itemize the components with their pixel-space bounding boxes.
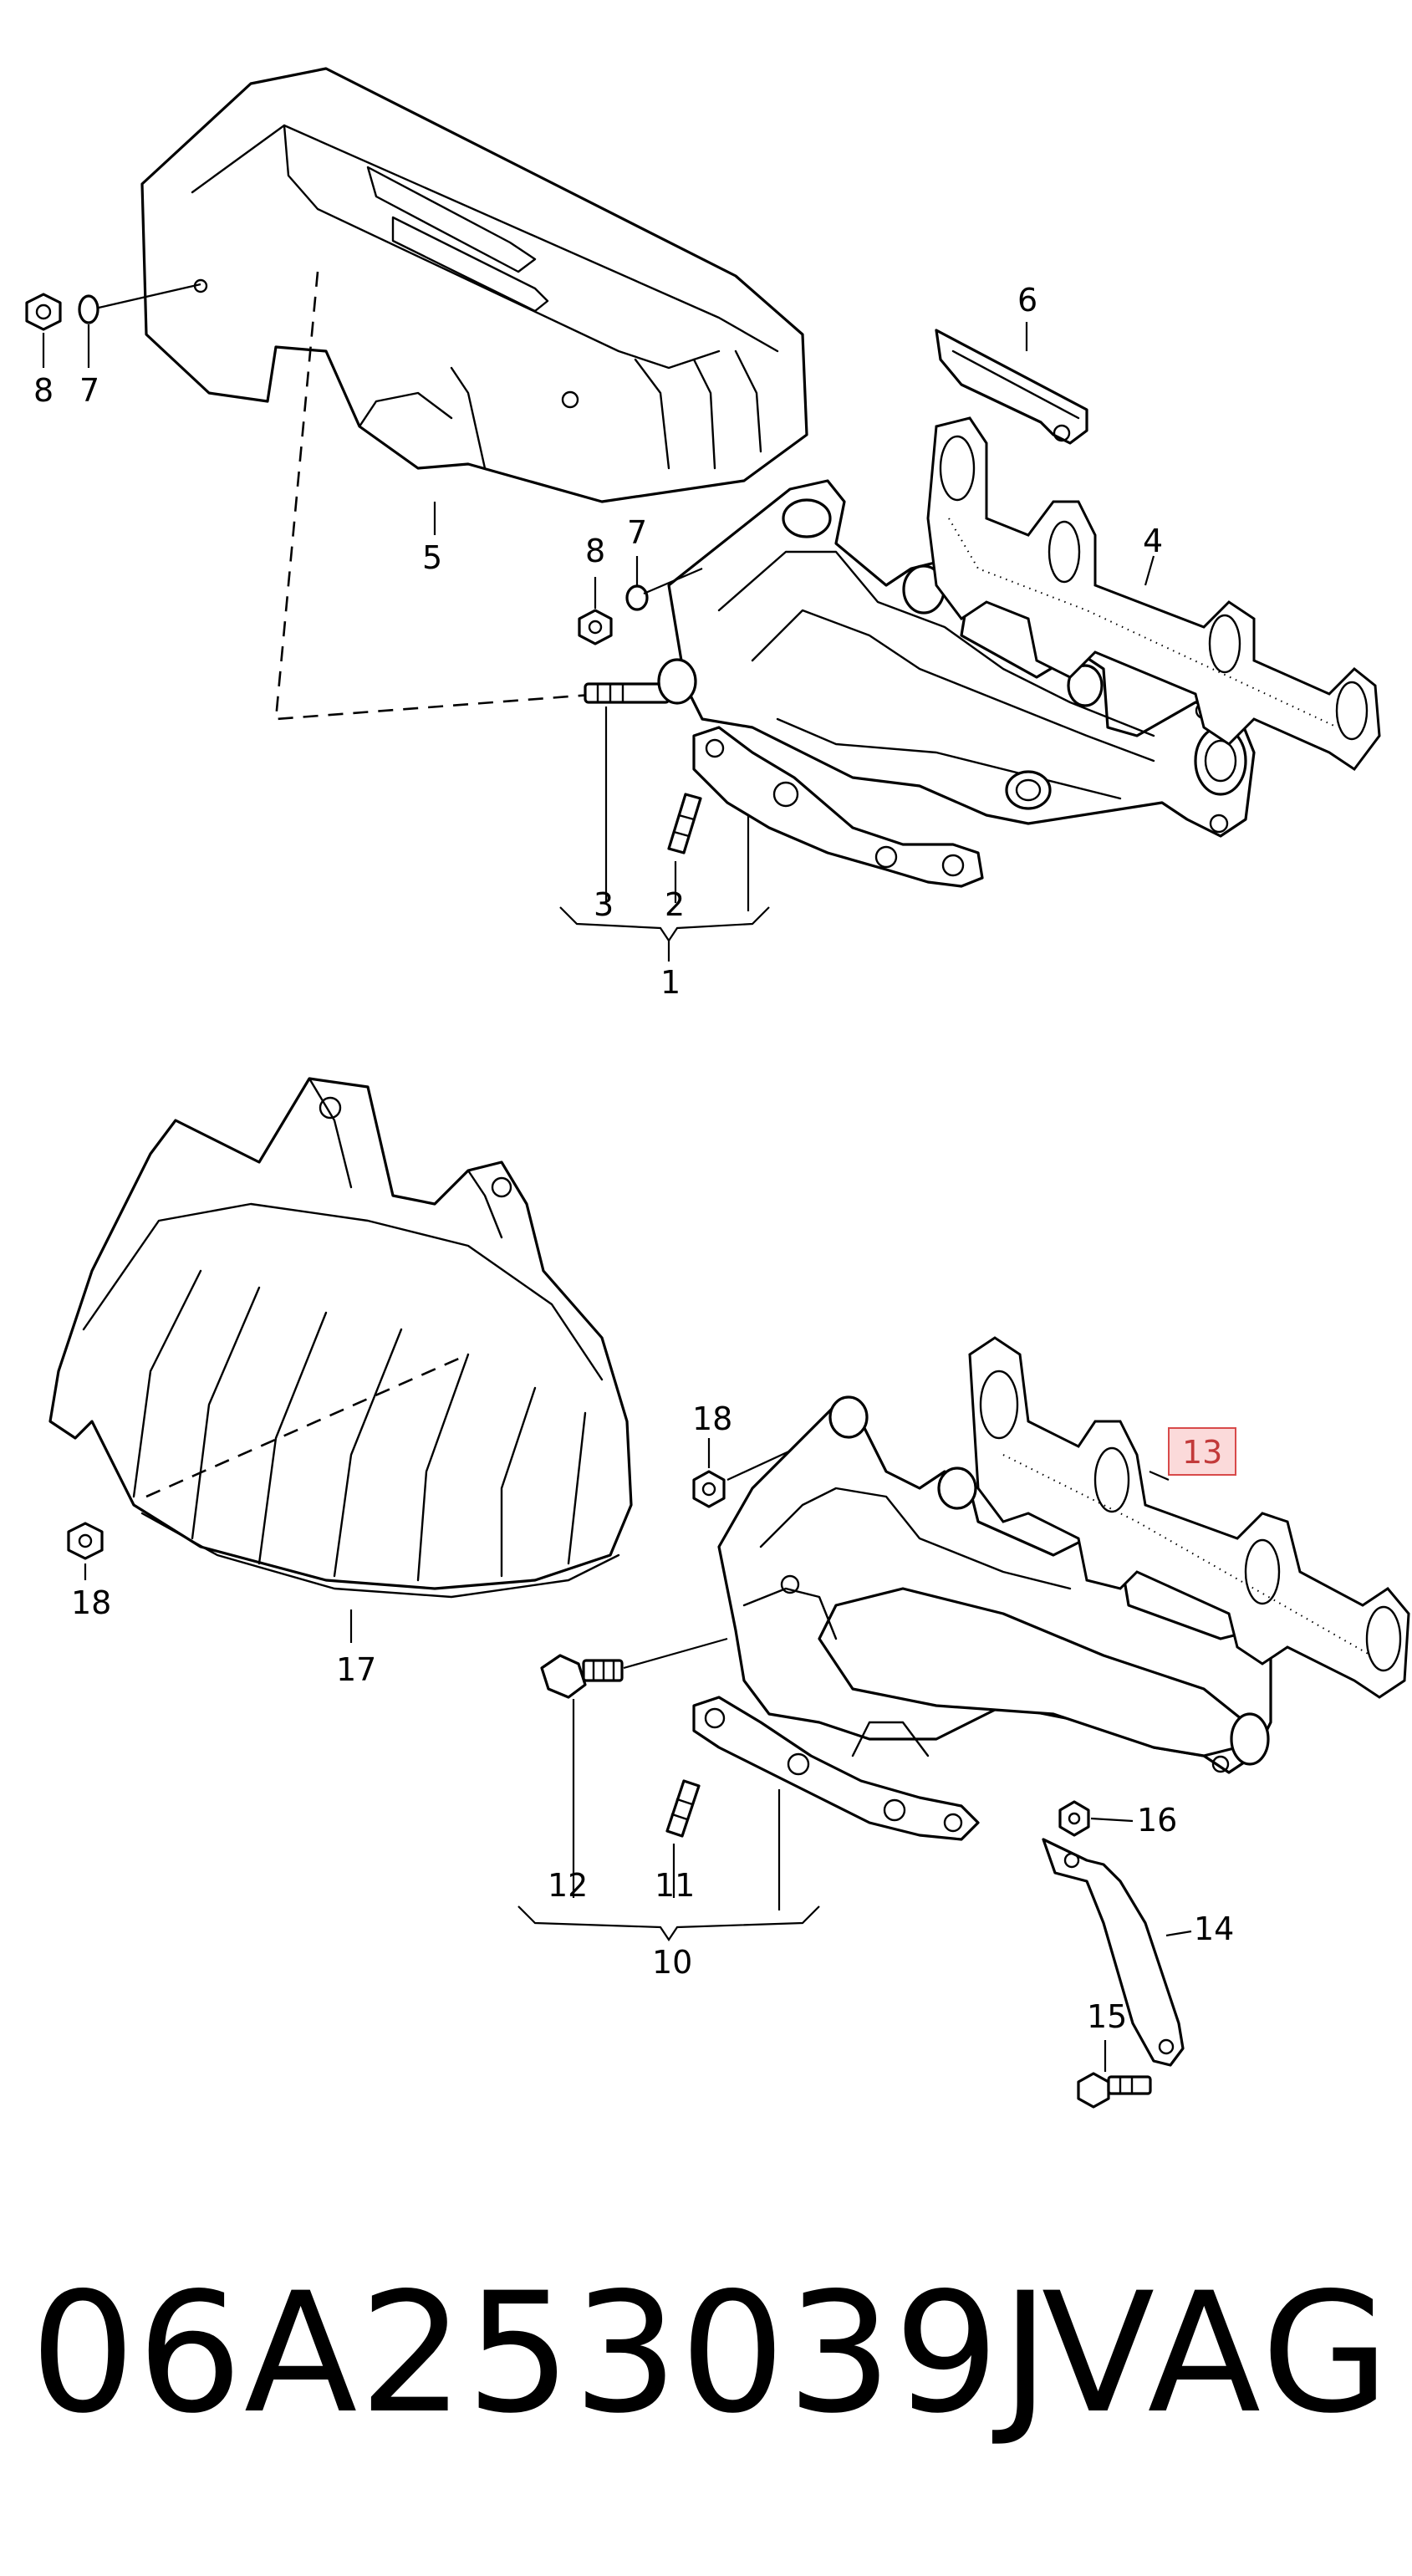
nut-16 bbox=[1058, 1800, 1134, 1837]
callout-6: 6 bbox=[1017, 282, 1037, 319]
pin-top bbox=[667, 793, 702, 903]
callout-4: 4 bbox=[1143, 523, 1163, 559]
bracket-group-1 bbox=[433, 502, 770, 962]
callout-12: 12 bbox=[548, 1867, 588, 1904]
gasket-top bbox=[926, 322, 1381, 772]
gasket-bottom bbox=[968, 1336, 1410, 1699]
bottom-assembly: 10 11 12 13 14 15 16 17 18 18 bbox=[48, 1077, 1410, 2109]
callout-13: 13 bbox=[1182, 1434, 1222, 1471]
exhaust-manifold-top bbox=[667, 479, 1256, 888]
callout-13-highlight bbox=[1168, 1427, 1236, 1476]
callout-3: 3 bbox=[594, 886, 614, 923]
callout-5: 5 bbox=[422, 539, 442, 576]
callout-2: 2 bbox=[665, 886, 685, 923]
callout-17: 17 bbox=[336, 1651, 376, 1688]
callout-1: 1 bbox=[660, 964, 681, 1001]
exhaust-manifold-bottom bbox=[692, 1395, 1272, 1841]
callout-8-left: 8 bbox=[33, 372, 54, 409]
bracket-top bbox=[935, 329, 1088, 445]
nut-18-right bbox=[692, 1429, 837, 1508]
support-bracket-14 bbox=[1042, 1838, 1192, 2067]
sensor-12 bbox=[540, 1637, 728, 1898]
callout-15: 15 bbox=[1087, 1998, 1127, 2035]
callout-16: 16 bbox=[1137, 1802, 1177, 1839]
nut-18-left bbox=[67, 1522, 104, 1580]
pin-11 bbox=[665, 1779, 701, 1898]
nut-washer-upper-left bbox=[25, 283, 201, 368]
callout-7-mid: 7 bbox=[627, 514, 647, 551]
top-assembly: 1 2 3 4 5 6 7 7 8 8 bbox=[25, 67, 1381, 1001]
exploded-parts-diagram: 1 2 3 4 5 6 7 7 8 8 bbox=[25, 67, 1410, 2109]
footer: 06A253039J VAG bbox=[30, 2257, 1393, 2450]
bracket-group-10 bbox=[517, 1789, 820, 1941]
callout-14: 14 bbox=[1194, 1910, 1234, 1947]
stud-top bbox=[584, 658, 697, 903]
callout-18-right: 18 bbox=[692, 1400, 732, 1437]
heat-shield-bottom bbox=[48, 1077, 633, 1643]
callout-10: 10 bbox=[652, 1944, 692, 1981]
heat-shield-top bbox=[140, 67, 808, 503]
bolt-15 bbox=[1077, 2040, 1152, 2109]
callout-11: 11 bbox=[655, 1867, 695, 1904]
brand-name: VAG bbox=[1041, 2257, 1393, 2450]
callout-18-left: 18 bbox=[71, 1584, 111, 1621]
callout-7-left: 7 bbox=[79, 372, 99, 409]
part-number: 06A253039J bbox=[30, 2257, 1052, 2450]
callout-8-mid: 8 bbox=[585, 533, 605, 569]
nut-washer-mid bbox=[578, 556, 703, 645]
